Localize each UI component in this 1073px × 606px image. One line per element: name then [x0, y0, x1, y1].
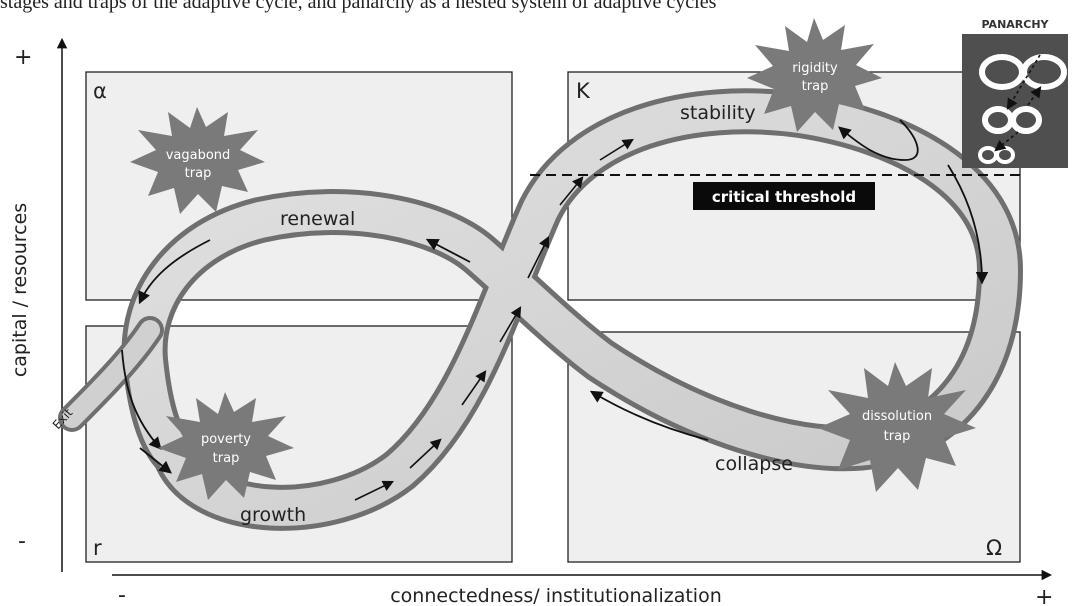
dissolution-trap-burst: [818, 362, 976, 492]
caption-fragment: stages and traps of the adaptive cycle, …: [0, 0, 717, 13]
collapse-arrow: [589, 390, 709, 441]
rigidity-trap-burst: [747, 18, 882, 132]
vagabond-trap-line2: trap: [185, 166, 212, 181]
release-arrow: [947, 164, 989, 285]
growth-label: growth: [240, 504, 306, 526]
reorg-arrow: [121, 349, 162, 450]
poverty-arrow: [139, 447, 172, 474]
poverty-trap-burst: [158, 392, 294, 500]
x-axis-plus: +: [1035, 585, 1053, 606]
quadrant-r-label: r: [93, 536, 102, 560]
alpha-arrow: [425, 238, 471, 263]
dissolution-trap-line2: trap: [884, 429, 911, 444]
x-axis-label: connectedness/ institutionalization: [390, 585, 722, 606]
x-axis-minus: -: [118, 583, 126, 606]
poverty-trap: poverty trap: [158, 392, 294, 500]
panarchy-box: [962, 34, 1068, 168]
vagabond-trap-burst: [130, 107, 265, 214]
collapse-label: collapse: [715, 453, 793, 475]
quadrant-alpha-label: α: [93, 79, 107, 103]
panarchy-label: PANARCHY: [982, 18, 1050, 31]
k-loop-arrow: [838, 119, 919, 161]
y-axis-minus: -: [18, 529, 26, 554]
critical-threshold-box: [693, 182, 875, 210]
vagabond-trap-line1: vagabond: [166, 148, 231, 163]
y-axis-plus: +: [14, 45, 32, 70]
poverty-trap-line1: poverty: [201, 432, 251, 447]
panarchy-title-bg: [962, 12, 1068, 34]
rigidity-trap-line2: trap: [802, 79, 829, 94]
poverty-trap-line2: trap: [213, 451, 240, 466]
dissolution-trap: dissolution trap: [818, 362, 976, 492]
cycle-flow-arrows: [121, 119, 989, 474]
rigidity-trap: rigidity trap: [747, 18, 882, 132]
growth-direction-arrows: [354, 138, 634, 501]
rigidity-trap-line1: rigidity: [792, 61, 838, 76]
panarchy-inset: PANARCHY: [962, 12, 1068, 168]
renewal-label: renewal: [280, 208, 355, 230]
quadrant-k-label: K: [576, 79, 591, 103]
vagabond-trap: vagabond trap: [130, 107, 265, 214]
dissolution-trap-line1: dissolution: [862, 409, 932, 424]
quadrant-omega-label: Ω: [986, 536, 1002, 560]
stability-label: stability: [680, 102, 756, 124]
infinity-band: [58, 88, 1023, 531]
critical-threshold-label: critical threshold: [712, 188, 856, 206]
y-axis-label: capital / resources: [9, 203, 31, 377]
renewal-arrow: [138, 239, 211, 305]
